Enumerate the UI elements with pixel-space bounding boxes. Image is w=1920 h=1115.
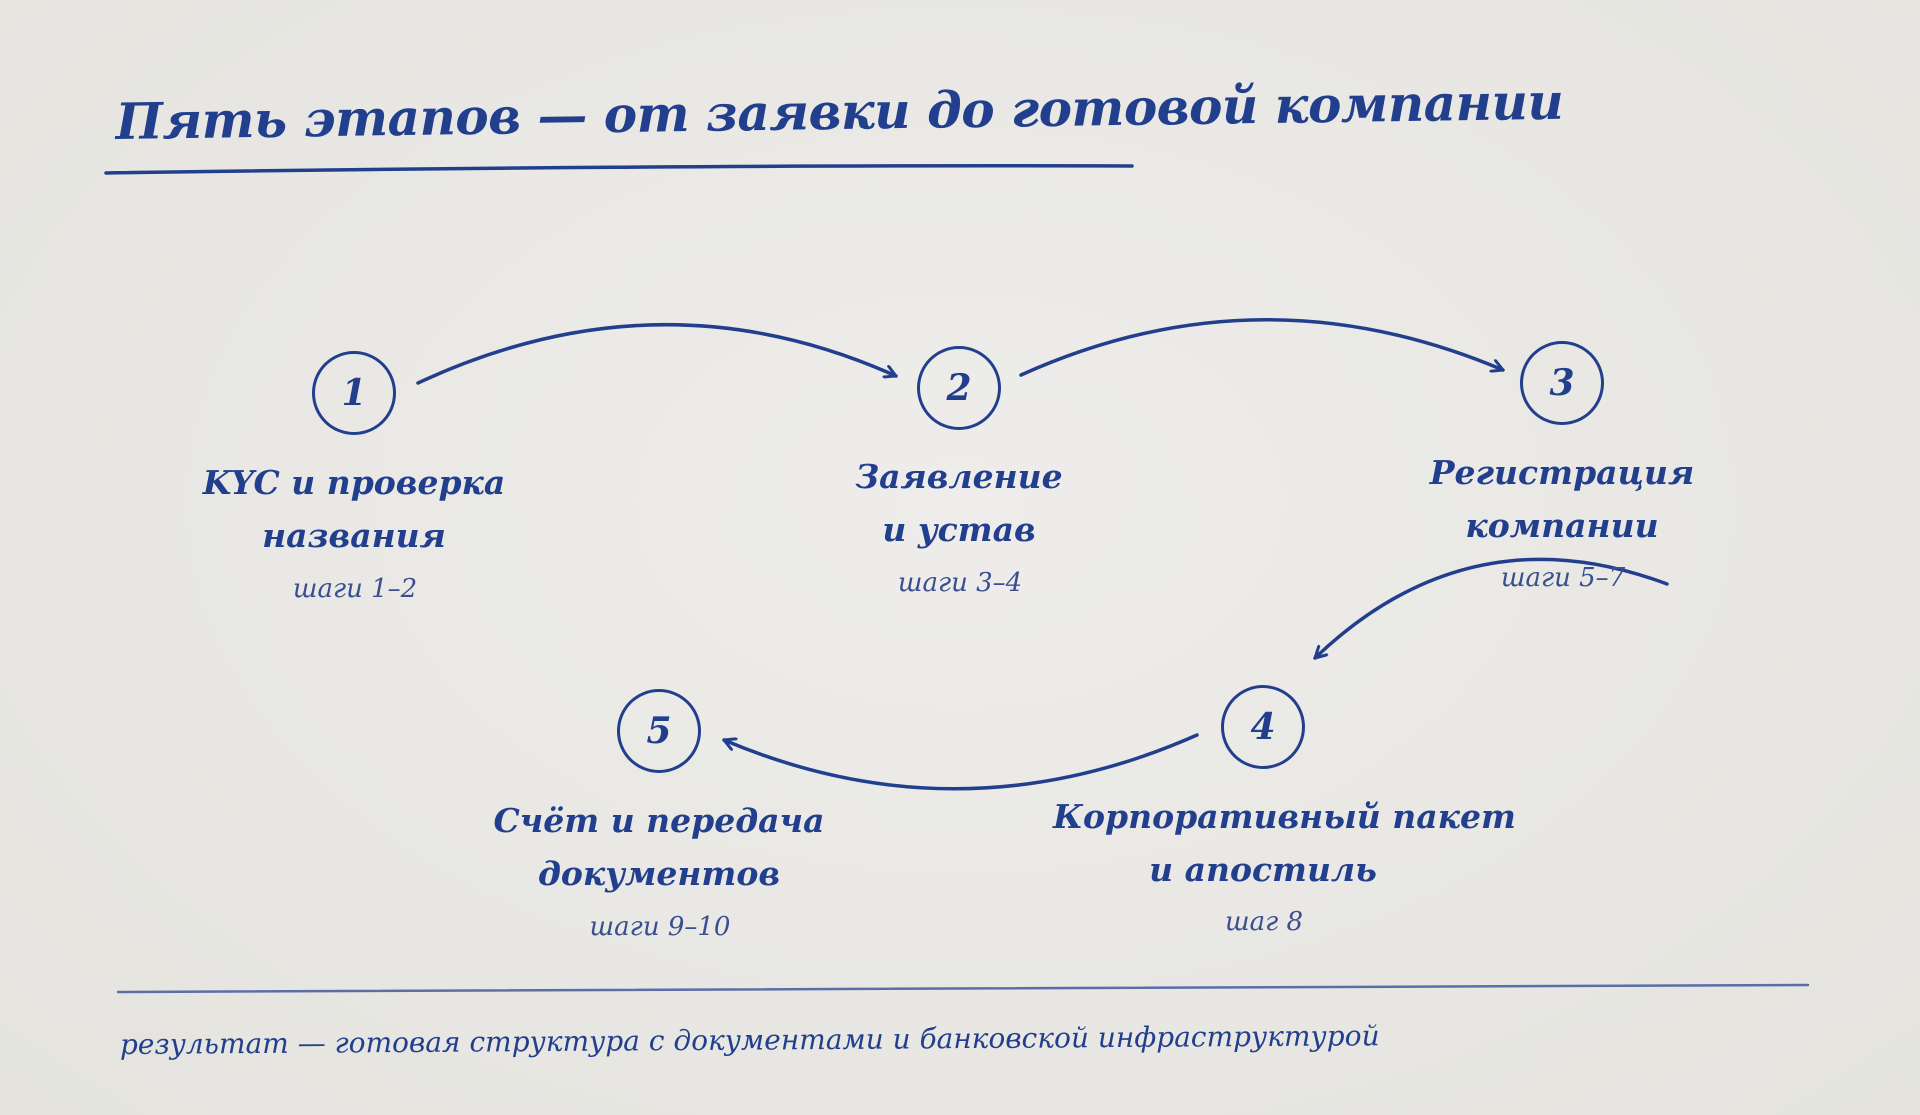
stage-2-circle: 2: [917, 346, 1001, 430]
footer-divider: [116, 983, 1810, 994]
stage-5-number: 5: [646, 710, 672, 752]
stage-3-label-line2: компании: [1465, 506, 1659, 545]
stage-5-label-line1: Счёт и передача: [493, 801, 825, 840]
arrow-1-to-2: [416, 322, 898, 385]
stage-5-label-line2: документов: [537, 854, 781, 893]
stage-3-label-line1: Регистрация: [1429, 453, 1695, 492]
stage-3-number: 3: [1549, 362, 1575, 404]
stage-4-label-line1: Корпоративный пакет: [1053, 797, 1516, 836]
stage-3-label: Регистрация компании: [1352, 446, 1772, 552]
stage-1-label-line2: названия: [262, 516, 446, 555]
stage-2-number: 2: [946, 367, 972, 409]
stage-1-label-line1: KYC и проверка: [202, 463, 506, 502]
arrow-4-to-5: [722, 733, 1199, 791]
stage-5-label: Счёт и передача документов: [449, 794, 869, 900]
stage-1-circle: 1: [312, 351, 396, 435]
stage-1-label: KYC и проверка названия: [144, 456, 564, 562]
arrow-3-to-4: [1313, 557, 1669, 660]
stage-5-circle: 5: [617, 689, 701, 773]
stage-3-circle: 3: [1520, 341, 1604, 425]
stage-4-label-line2: и апостиль: [1149, 850, 1377, 889]
stage-2-label-line1: Заявление: [855, 457, 1063, 496]
stage-2-label: Заявление и устав: [749, 450, 1169, 556]
stage-4-number: 4: [1250, 706, 1276, 748]
stage-4-label: Корпоративный пакет и апостиль: [1053, 790, 1516, 896]
arrow-2-to-3: [1019, 317, 1505, 377]
stage-3-steps: шаги 5–7: [1500, 563, 1626, 593]
title-underline: [104, 164, 1134, 175]
stage-2-steps: шаги 3–4: [897, 568, 1023, 598]
stage-2-label-line2: и устав: [882, 510, 1036, 549]
stage-4-circle: 4: [1221, 685, 1305, 769]
stage-1-steps: шаги 1–2: [292, 574, 418, 604]
stage-5-steps: шаги 9–10: [589, 912, 731, 942]
stage-4-steps: шаг 8: [1224, 907, 1304, 937]
stage-1-number: 1: [341, 372, 367, 414]
